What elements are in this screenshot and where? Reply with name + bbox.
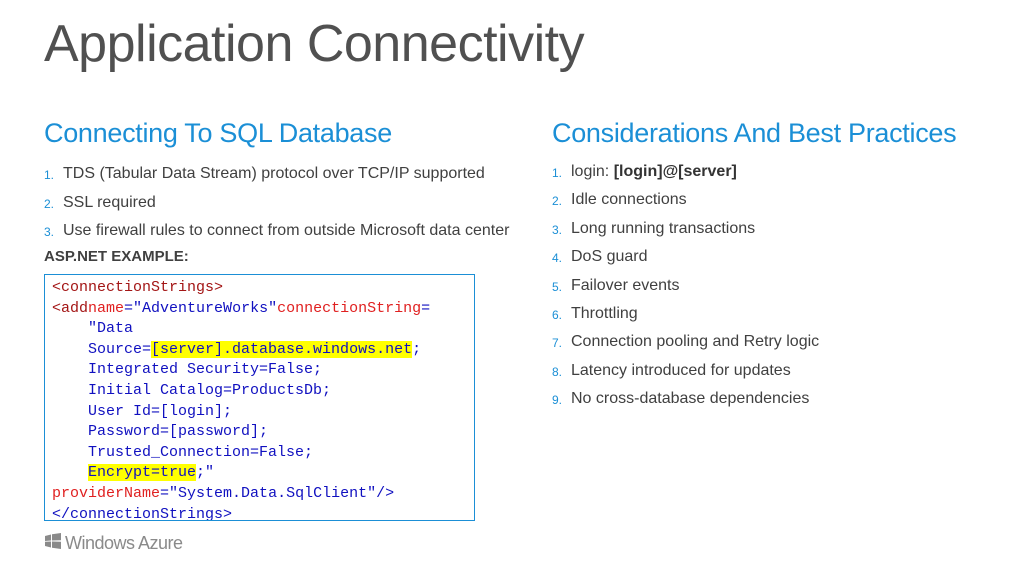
list-item-text: Connection pooling and Retry logic — [571, 333, 820, 351]
list-number: 2. — [44, 196, 55, 211]
code-line-5: Integrated Security=False; — [88, 361, 323, 379]
list-item: 1. login: [login]@[server] — [552, 160, 819, 188]
code-semicolon: ; — [412, 340, 422, 358]
list-number: 1. — [552, 166, 563, 180]
list-number: 6. — [552, 307, 563, 322]
code-encrypt-highlight: Encrypt=true — [88, 464, 197, 482]
list-item: 2. Idle connections — [552, 188, 819, 216]
list-item: 7. Connection pooling and Retry logic — [552, 330, 819, 358]
list-item-text: login: — [571, 163, 614, 180]
code-self-close: /> — [376, 484, 395, 502]
list-item-text: TDS (Tabular Data Stream) protocol over … — [63, 165, 485, 182]
list-item-text: Throttling — [571, 304, 638, 322]
code-line-3: "Data — [88, 320, 134, 338]
code-attr-connectionstring: connectionString — [277, 299, 422, 317]
code-line-12: </connectionStrings> — [52, 505, 233, 521]
code-eq: = — [421, 299, 431, 317]
list-number: 8. — [552, 364, 563, 379]
example-label: ASP.NET EXAMPLE: — [44, 248, 189, 265]
code-source-label: Source= — [88, 340, 152, 358]
list-number: 9. — [552, 393, 563, 408]
list-item: 3. Use firewall rules to connect from out… — [44, 219, 509, 248]
list-number: 1. — [44, 168, 55, 182]
code-value-provider: "System.Data.SqlClient" — [169, 484, 377, 502]
list-number: 3. — [44, 225, 55, 239]
code-line-7: User Id=[login]; — [88, 402, 233, 420]
list-item-text: Latency introduced for updates — [571, 361, 791, 379]
left-numbered-list: 1. TDS (Tabular Data Stream) protocol ove… — [44, 162, 509, 248]
windows-azure-logo: Windows Azure — [44, 533, 183, 554]
left-column-heading: Connecting To SQL Database — [44, 118, 392, 148]
code-line-1: <connectionStrings> — [52, 279, 224, 296]
list-number: 4. — [552, 251, 563, 266]
list-number: 3. — [552, 222, 563, 237]
code-line-10-end: ;" — [196, 464, 215, 482]
code-server-highlight: [server].database.windows.net — [151, 340, 413, 358]
list-item-text: Use firewall rules to connect from outsi… — [63, 222, 510, 239]
list-item-text: Idle connections — [571, 191, 687, 209]
list-item: 3. Long running transactions — [552, 217, 819, 245]
code-attr-name: name — [88, 299, 125, 317]
list-number: 5. — [552, 279, 563, 294]
list-item: 6. Throttling — [552, 302, 819, 330]
list-item-text: SSL required — [63, 193, 156, 211]
right-column-heading: Considerations And Best Practices — [552, 118, 957, 148]
list-item-text: Failover events — [571, 276, 680, 294]
slide-title: Application Connectivity — [44, 15, 585, 73]
code-eq: = — [124, 299, 134, 317]
code-line-8: Password=[password]; — [88, 423, 269, 441]
list-item-text: No cross-database dependencies — [571, 390, 810, 408]
list-item: 5. Failover events — [552, 274, 819, 302]
list-item: 1. TDS (Tabular Data Stream) protocol ove… — [44, 162, 509, 191]
list-item-text: DoS guard — [571, 248, 648, 266]
code-eq: = — [160, 484, 170, 502]
right-numbered-list: 1. login: [login]@[server] 2. Idle connect… — [552, 160, 819, 416]
windows-flag-icon — [44, 533, 62, 554]
list-item-text: Long running transactions — [571, 219, 756, 237]
list-number: 2. — [552, 194, 563, 209]
login-format: [login]@[server] — [613, 163, 737, 180]
list-item: 9. No cross-database dependencies — [552, 387, 819, 415]
logo-text: Windows Azure — [65, 533, 183, 553]
code-attr-providername: providerName — [52, 484, 161, 502]
code-value-name: "AdventureWorks" — [133, 299, 278, 317]
list-number: 7. — [552, 336, 563, 351]
code-example-box: <connectionStrings> <addname="AdventureW… — [44, 274, 475, 521]
list-item: 2. SSL required — [44, 191, 509, 220]
code-line-6: Initial Catalog=ProductsDb; — [88, 381, 332, 399]
list-item: 8. Latency introduced for updates — [552, 359, 819, 387]
code-add-tag: <add — [52, 299, 89, 317]
code-line-9: Trusted_Connection=False; — [88, 443, 314, 461]
list-item: 4. DoS guard — [552, 245, 819, 273]
